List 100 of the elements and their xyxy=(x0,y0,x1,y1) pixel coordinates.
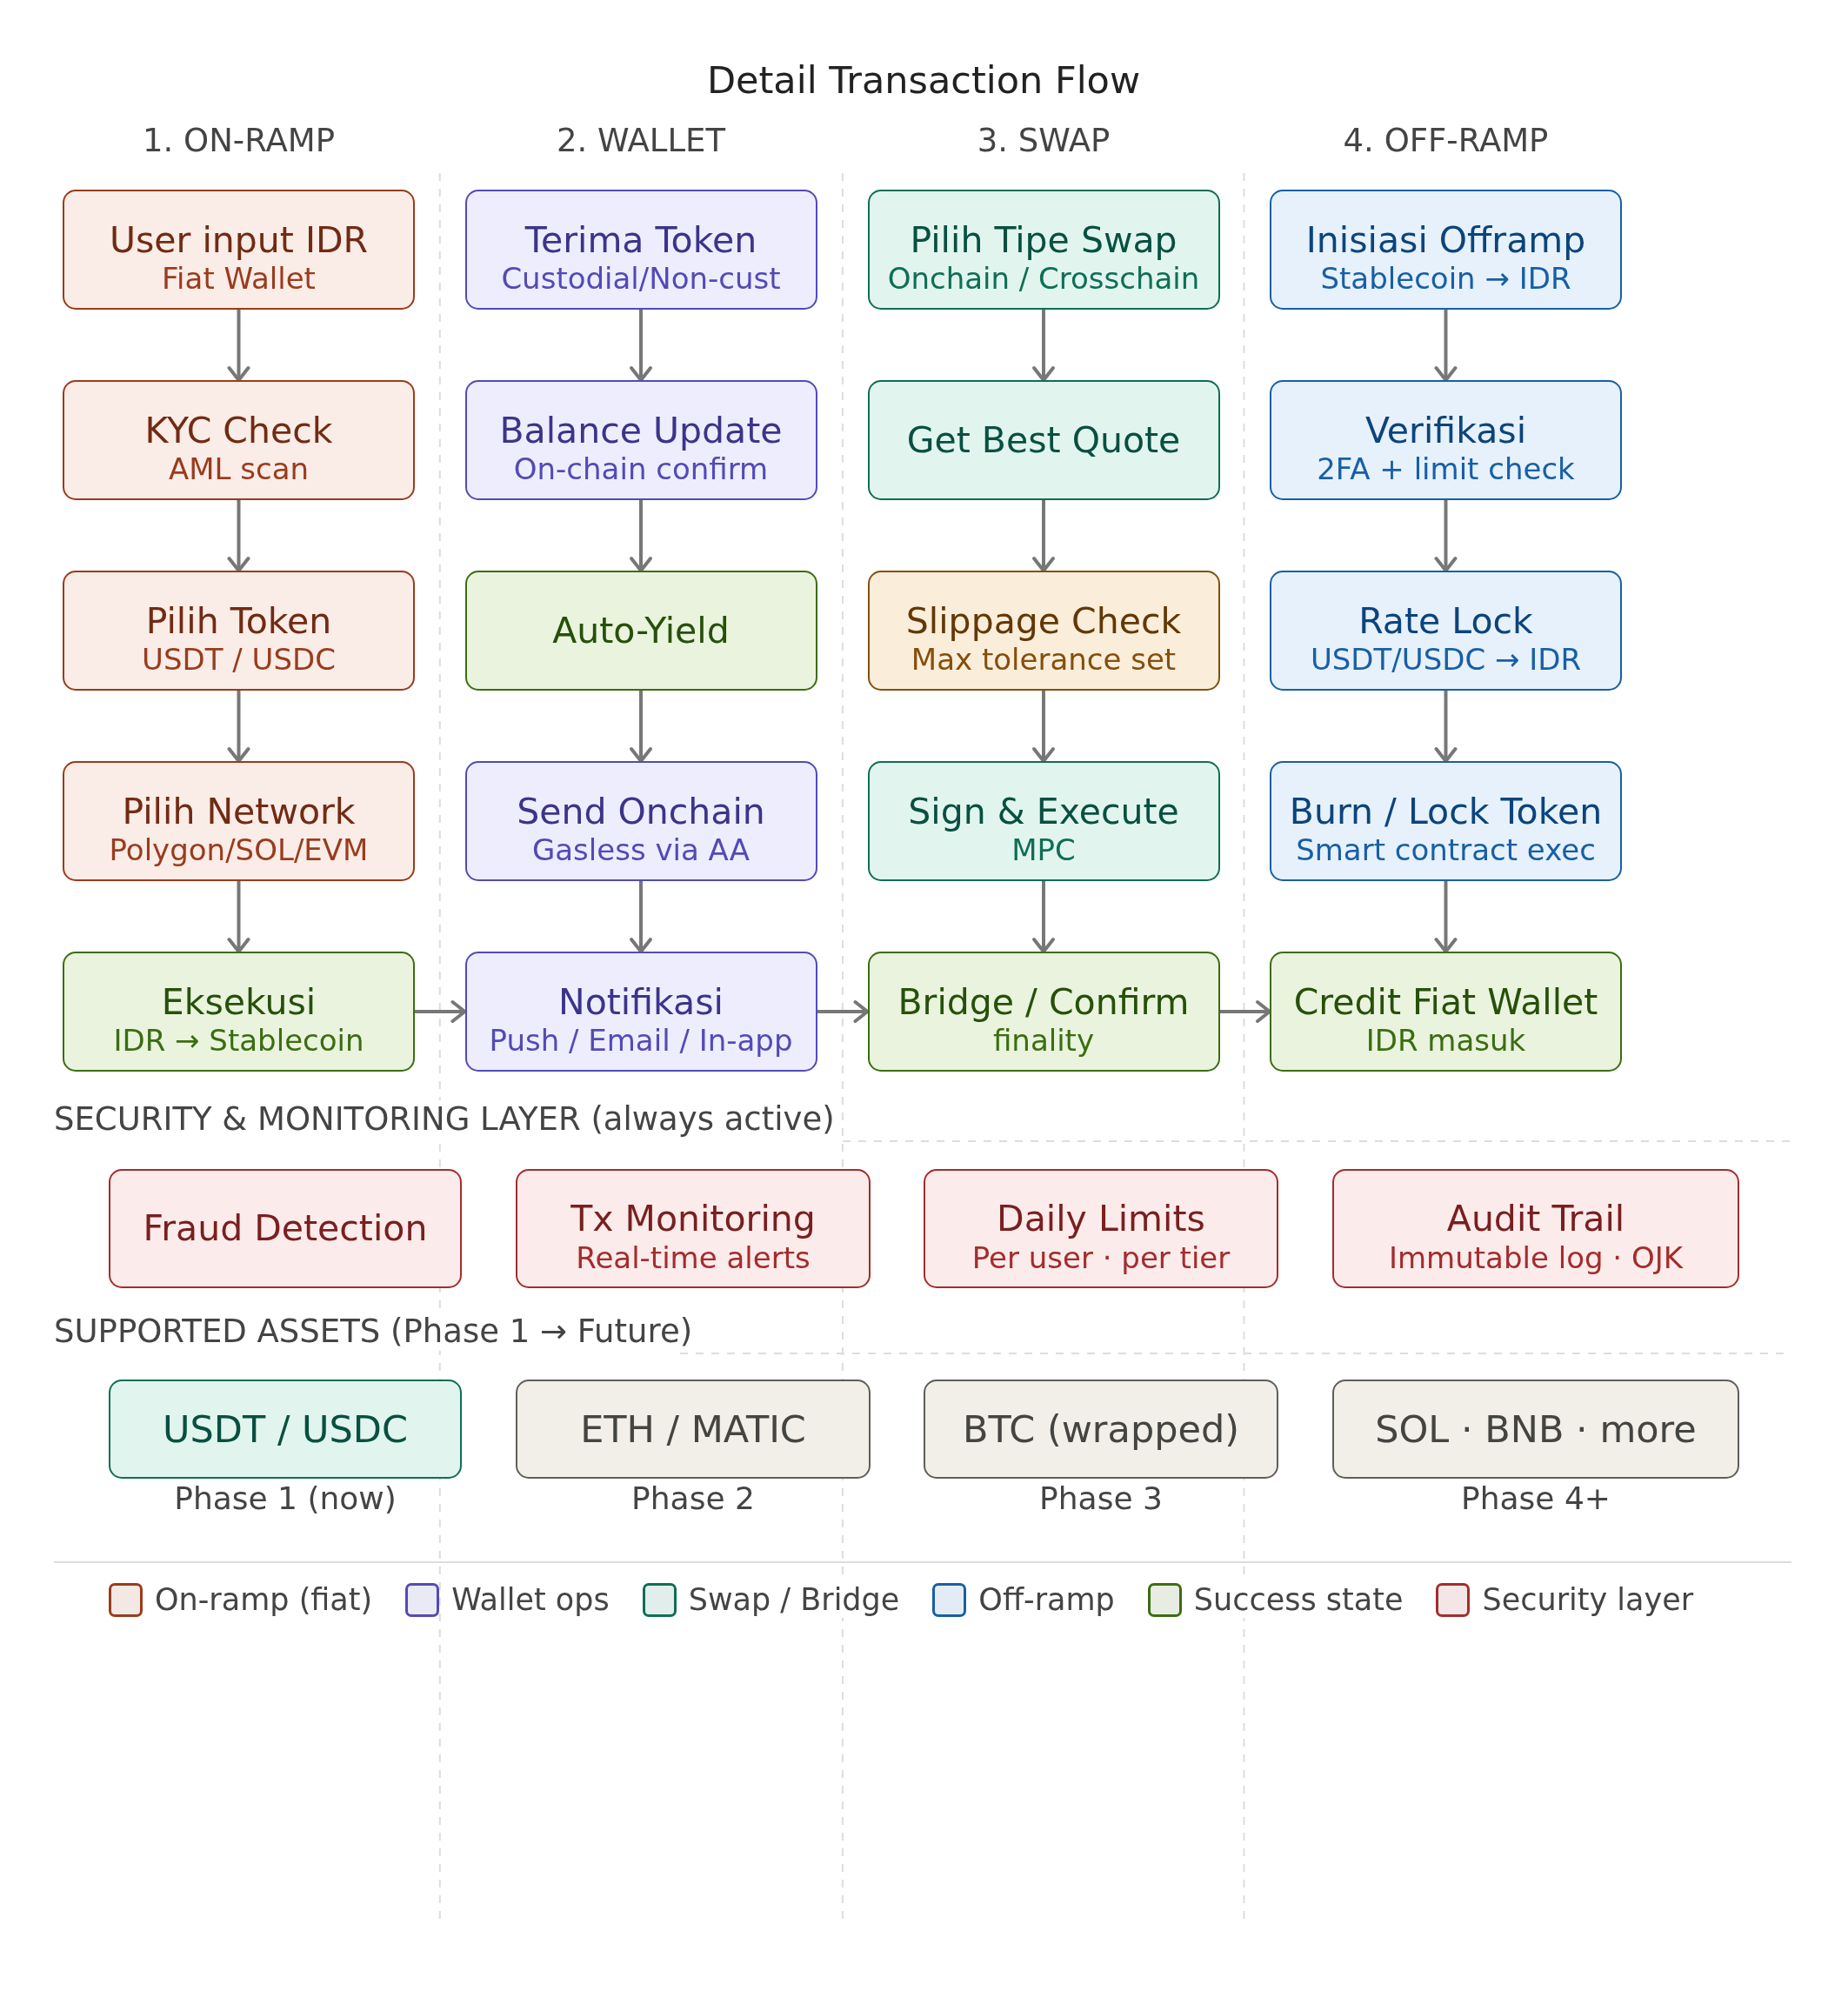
node-subtitle: AML scan xyxy=(168,451,310,487)
node-title: ETH / MATIC xyxy=(580,1406,806,1452)
process-box xyxy=(63,571,415,691)
node-subtitle: 2FA + limit check xyxy=(1317,451,1575,487)
arrow xyxy=(1434,500,1458,572)
diagram-title: Detail Transaction Flow xyxy=(706,58,1141,104)
process-box xyxy=(867,952,1220,1072)
node-subtitle: Per user · per tier xyxy=(971,1239,1231,1275)
arrow xyxy=(1219,1000,1271,1023)
arrow xyxy=(630,500,652,572)
process-box xyxy=(464,380,817,500)
node-subtitle: Smart contract exec xyxy=(1296,832,1596,868)
node-subtitle: Custodial/Non-cust xyxy=(501,261,781,297)
node-title: Slippage Check xyxy=(905,599,1182,643)
node-title: Sign & Execute xyxy=(908,790,1179,833)
arrow xyxy=(1032,500,1055,572)
monitoring-box xyxy=(516,1169,871,1288)
node-subtitle: Polygon/SOL/EVM xyxy=(109,832,369,868)
node-title: Terima Token xyxy=(524,218,757,262)
node-subtitle: Push / Email / In-app xyxy=(489,1023,793,1059)
process-box xyxy=(464,761,817,881)
arrow xyxy=(1032,310,1055,382)
node-title: KYC Check xyxy=(144,409,333,452)
node-title: Pilih Network xyxy=(122,790,356,833)
process-box xyxy=(867,380,1220,500)
monitoring-box xyxy=(924,1169,1278,1288)
arrow xyxy=(1434,881,1458,953)
node-subtitle: USDT / USDC xyxy=(142,642,336,678)
asset-box xyxy=(516,1380,871,1479)
node-subtitle: On-chain confirm xyxy=(513,451,769,487)
node-title: Notifikasi xyxy=(558,980,724,1024)
node-subtitle: Max tolerance set xyxy=(911,642,1177,678)
legend-label: Swap / Bridge xyxy=(688,1581,900,1618)
arrow xyxy=(1032,881,1055,953)
node-subtitle: Real-time alerts xyxy=(576,1239,811,1275)
node-subtitle: Fiat Wallet xyxy=(162,261,316,297)
node-title: Credit Fiat Wallet xyxy=(1293,980,1598,1024)
node-title: Tx Monitoring xyxy=(570,1198,816,1240)
process-box xyxy=(867,190,1220,310)
node-title: Pilih Tipe Swap xyxy=(910,218,1178,262)
node-title: USDT / USDC xyxy=(163,1406,408,1452)
node-subtitle: USDT/USDC → IDR xyxy=(1310,642,1582,678)
node-title: Get Best Quote xyxy=(906,418,1181,462)
node-title: Pilih Token xyxy=(145,599,332,643)
asset-box xyxy=(924,1380,1278,1479)
process-box xyxy=(63,190,415,310)
process-box xyxy=(1270,380,1622,500)
arrow xyxy=(227,691,250,763)
node-subtitle: Gasless via AA xyxy=(531,832,751,868)
node-subtitle: Stablecoin → IDR xyxy=(1320,261,1571,297)
monitoring-box xyxy=(1332,1169,1739,1288)
node-title: Audit Trail xyxy=(1446,1198,1625,1240)
node-title: Burn / Lock Token xyxy=(1289,790,1603,833)
node-title: Daily Limits xyxy=(997,1198,1205,1240)
arrow xyxy=(630,691,652,763)
node-subtitle: MPC xyxy=(1011,832,1076,868)
node-title: Send Onchain xyxy=(517,790,765,833)
process-box xyxy=(1270,571,1622,691)
arrow xyxy=(630,310,652,382)
node-subtitle: IDR → Stablecoin xyxy=(113,1023,364,1059)
asset-box xyxy=(1332,1380,1739,1479)
phase-label: Phase 1 (now) xyxy=(174,1480,397,1518)
arrow xyxy=(227,500,250,572)
node-title: Fraud Detection xyxy=(143,1207,428,1250)
node-subtitle: IDR masuk xyxy=(1365,1023,1526,1059)
node-title: Eksekusi xyxy=(161,980,317,1024)
node-title: Inisiasi Offramp xyxy=(1305,218,1586,262)
arrow xyxy=(630,881,652,953)
section-label: SECURITY & MONITORING LAYER (always active) xyxy=(54,1099,835,1139)
arrow xyxy=(1434,310,1458,382)
node-title: Auto-Yield xyxy=(552,609,730,652)
process-box xyxy=(464,571,817,691)
node-title: Balance Update xyxy=(499,409,783,452)
phase-label: Phase 3 xyxy=(1039,1480,1163,1518)
monitoring-box xyxy=(109,1169,462,1288)
process-box xyxy=(464,952,817,1072)
node-title: User input IDR xyxy=(109,218,369,262)
node-title: Rate Lock xyxy=(1358,599,1533,643)
asset-box xyxy=(109,1380,462,1479)
node-title: SOL · BNB · more xyxy=(1375,1406,1697,1452)
node-title: Verifikasi xyxy=(1364,409,1527,452)
node-title: Bridge / Confirm xyxy=(897,980,1190,1024)
process-box xyxy=(63,380,415,500)
arrow xyxy=(1434,691,1458,763)
arrow xyxy=(227,881,250,953)
process-box xyxy=(1270,952,1622,1072)
process-box xyxy=(464,190,817,310)
node-title: BTC (wrapped) xyxy=(963,1406,1239,1452)
process-box xyxy=(867,571,1220,691)
process-box xyxy=(63,952,415,1072)
node-subtitle: Onchain / Crosschain xyxy=(887,261,1200,297)
node-subtitle: finality xyxy=(992,1023,1095,1059)
arrow xyxy=(227,310,250,382)
legend-label: Success state xyxy=(1193,1581,1404,1618)
process-box xyxy=(867,761,1220,881)
process-box xyxy=(63,761,415,881)
process-box xyxy=(1270,190,1622,310)
process-box xyxy=(1270,761,1622,881)
phase-label: Phase 2 xyxy=(631,1480,755,1518)
node-subtitle: Immutable log · OJK xyxy=(1388,1239,1684,1275)
